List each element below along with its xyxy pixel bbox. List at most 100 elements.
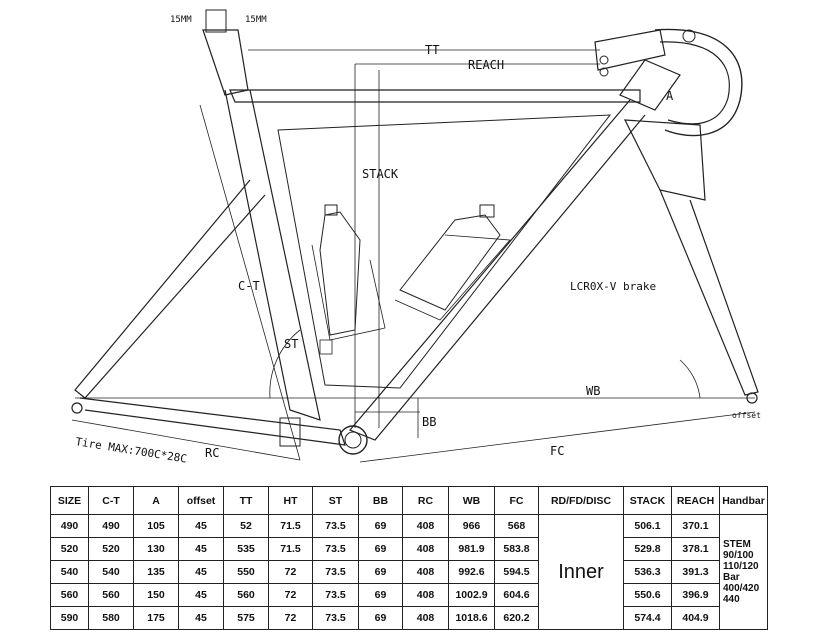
- handbar-line: 110/120: [723, 561, 759, 572]
- header-ct: C-T: [88, 486, 134, 515]
- cell: 540: [88, 560, 134, 584]
- cell: 506.1: [623, 514, 672, 538]
- table-row: 490 490 105 45 52 71.5 73.5 69 408 966 5…: [50, 514, 768, 630]
- cell: 69: [358, 560, 403, 584]
- cell: 73.5: [312, 560, 359, 584]
- cell: 69: [358, 537, 403, 561]
- cell: 45: [178, 560, 224, 584]
- frame-geometry-drawing: 15MM 15MM TT REACH STACK A C-T ST WB BB …: [71, 9, 761, 466]
- cell: 490: [88, 514, 134, 538]
- cell: 981.9: [448, 537, 495, 561]
- cell: 583.8: [494, 537, 539, 561]
- wb-label: WB: [586, 384, 600, 398]
- header-handbar: Handbar: [719, 486, 768, 515]
- rd-fd-disc-merged-cell: Inner: [538, 514, 624, 630]
- header-size: SIZE: [50, 486, 89, 515]
- geometry-table: SIZE C-T A offset TT HT ST BB RC WB FC R…: [50, 486, 768, 630]
- cell: 72: [268, 583, 313, 607]
- cell: 594.5: [494, 560, 539, 584]
- cell: 105: [133, 514, 179, 538]
- header-stack: STACK: [623, 486, 672, 515]
- cell: 540: [50, 560, 89, 584]
- cell: 52: [223, 514, 269, 538]
- cell: 529.8: [623, 537, 672, 561]
- cell: 71.5: [268, 537, 313, 561]
- header-offset: offset: [178, 486, 224, 515]
- reach-label: REACH: [468, 58, 504, 72]
- cell: 404.9: [671, 606, 720, 630]
- cell: 408: [402, 583, 449, 607]
- tt-label: TT: [425, 43, 439, 57]
- ct-label: C-T: [238, 279, 260, 293]
- st-label: ST: [284, 337, 298, 351]
- header-tt: TT: [223, 486, 269, 515]
- cell: 45: [178, 583, 224, 607]
- cell: 560: [88, 583, 134, 607]
- cell: 604.6: [494, 583, 539, 607]
- handbar-merged-cell: STEM 90/100 110/120 Bar 400/420 440: [719, 514, 768, 630]
- cell: 408: [402, 514, 449, 538]
- cell: 408: [402, 606, 449, 630]
- cell: 590: [50, 606, 89, 630]
- seatpost-width-right-label: 15MM: [245, 15, 267, 25]
- seatpost-width-left-label: 15MM: [170, 15, 192, 25]
- cell: 378.1: [671, 537, 720, 561]
- cell: 490: [50, 514, 89, 538]
- header-st: ST: [312, 486, 359, 515]
- cell: 535: [223, 537, 269, 561]
- table-row: 590 580 175 45 575 72 73.5 69 408 1018.6…: [50, 606, 768, 630]
- brake-label: LCR0X-V brake: [570, 280, 656, 293]
- cell: 130: [133, 537, 179, 561]
- table-row: 540 540 135 45 550 72 73.5 69 408 992.6 …: [50, 560, 768, 584]
- tire-label: Tire MAX:700C*28C: [75, 435, 188, 465]
- header-fc: FC: [494, 486, 539, 515]
- cell: 396.9: [671, 583, 720, 607]
- rc-label: RC: [205, 446, 219, 460]
- header-wb: WB: [448, 486, 495, 515]
- bb-label: BB: [422, 415, 436, 429]
- cell: 560: [223, 583, 269, 607]
- cell: 73.5: [312, 514, 359, 538]
- header-bb: BB: [358, 486, 403, 515]
- cell: 580: [88, 606, 134, 630]
- cell: 69: [358, 514, 403, 538]
- cell: 45: [178, 537, 224, 561]
- cell: 69: [358, 606, 403, 630]
- cell: 1002.9: [448, 583, 495, 607]
- cell: 550: [223, 560, 269, 584]
- fc-label: FC: [550, 444, 564, 458]
- handbar-line: STEM: [723, 539, 751, 550]
- cell: 72: [268, 560, 313, 584]
- cell: 73.5: [312, 606, 359, 630]
- cell: 568: [494, 514, 539, 538]
- header-ht: HT: [268, 486, 313, 515]
- cell: 574.4: [623, 606, 672, 630]
- cell: 150: [133, 583, 179, 607]
- stack-label: STACK: [362, 167, 399, 181]
- handbar-line: 400/420: [723, 583, 760, 594]
- cell: 45: [178, 606, 224, 630]
- cell: 408: [402, 560, 449, 584]
- cell: 71.5: [268, 514, 313, 538]
- cell: 370.1: [671, 514, 720, 538]
- cell: 620.2: [494, 606, 539, 630]
- handbar-line: 90/100: [723, 550, 754, 561]
- cell: 408: [402, 537, 449, 561]
- cell: 69: [358, 583, 403, 607]
- cell: 536.3: [623, 560, 672, 584]
- cell: 72: [268, 606, 313, 630]
- cell: 575: [223, 606, 269, 630]
- offset-label: offset: [732, 411, 761, 420]
- cell: 560: [50, 583, 89, 607]
- cell: 175: [133, 606, 179, 630]
- header-a: A: [133, 486, 179, 515]
- cell: 45: [178, 514, 224, 538]
- header-reach: REACH: [671, 486, 720, 515]
- a-label: A: [666, 89, 674, 103]
- cell: 992.6: [448, 560, 495, 584]
- table-row: 520 520 130 45 535 71.5 73.5 69 408 981.…: [50, 537, 768, 561]
- handbar-line: 440: [723, 594, 740, 605]
- cell: 520: [88, 537, 134, 561]
- cell: 1018.6: [448, 606, 495, 630]
- cell: 550.6: [623, 583, 672, 607]
